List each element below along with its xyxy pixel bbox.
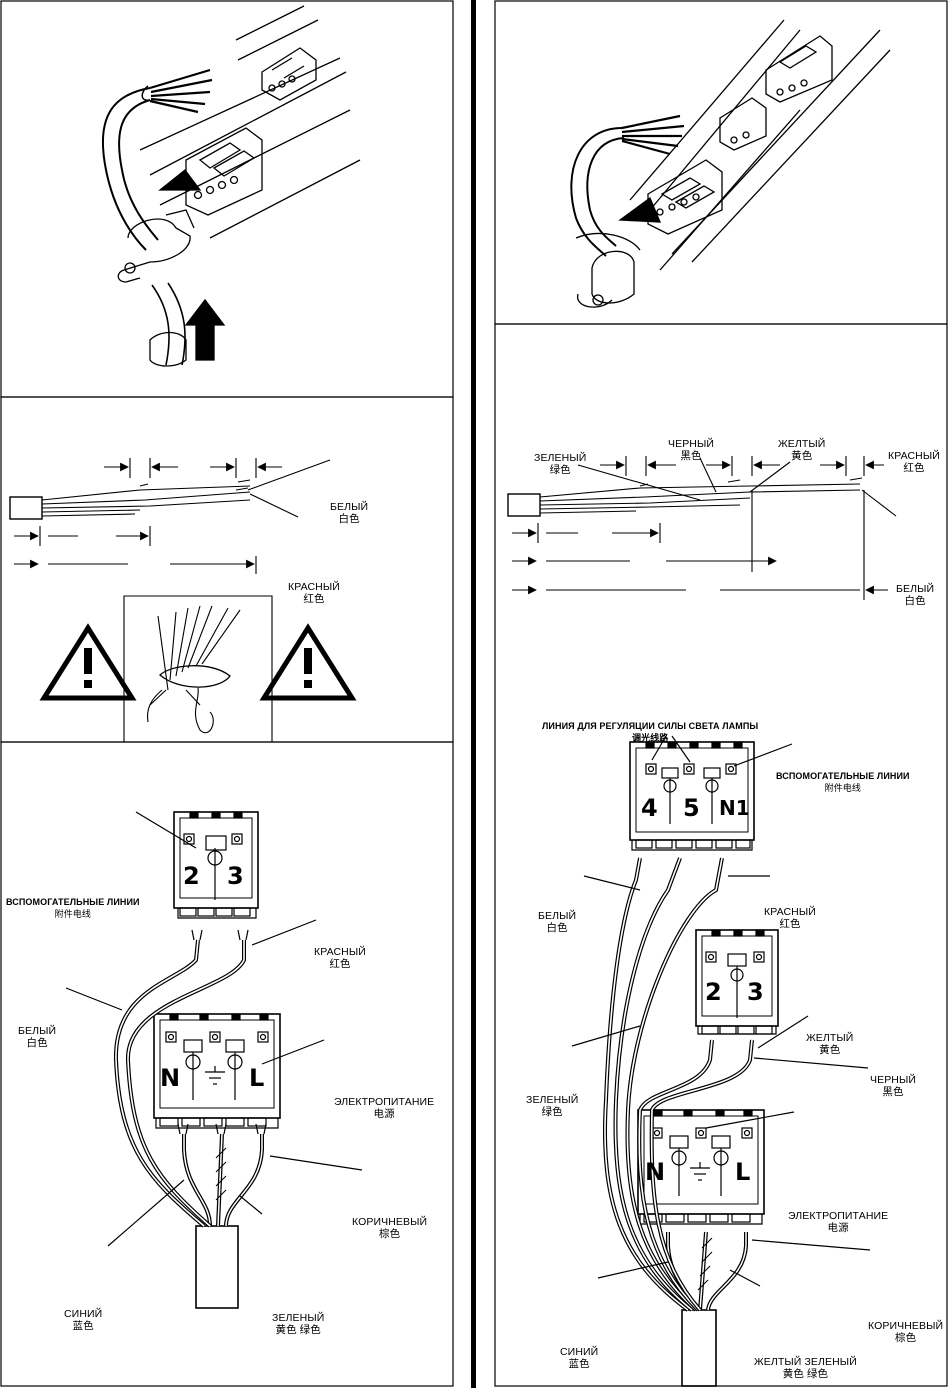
terminal-3-left: 3	[227, 862, 244, 890]
terminal-n1-right: N1	[719, 796, 750, 820]
terminal-4-right: 4	[641, 794, 658, 822]
terminal-3-right: 3	[747, 978, 764, 1006]
panel-cable-entry-left	[101, 5, 361, 367]
terminal-2-left: 2	[183, 862, 200, 890]
terminal-l-left: L	[249, 1064, 265, 1092]
panel-strip-lengths-left	[9, 458, 357, 742]
terminal-n-right: N	[645, 1158, 666, 1186]
panel-cable-entry-right	[570, 19, 891, 308]
terminal-n-left: N	[160, 1064, 181, 1092]
terminal-l-right: L	[735, 1158, 751, 1186]
terminal-2-right: 2	[705, 978, 722, 1006]
panel-terminals-right	[571, 735, 871, 1387]
panel-strip-lengths-right	[507, 456, 897, 600]
panel-terminals-left	[65, 811, 363, 1309]
terminal-5-right: 5	[683, 794, 700, 822]
center-divider	[471, 0, 476, 1388]
